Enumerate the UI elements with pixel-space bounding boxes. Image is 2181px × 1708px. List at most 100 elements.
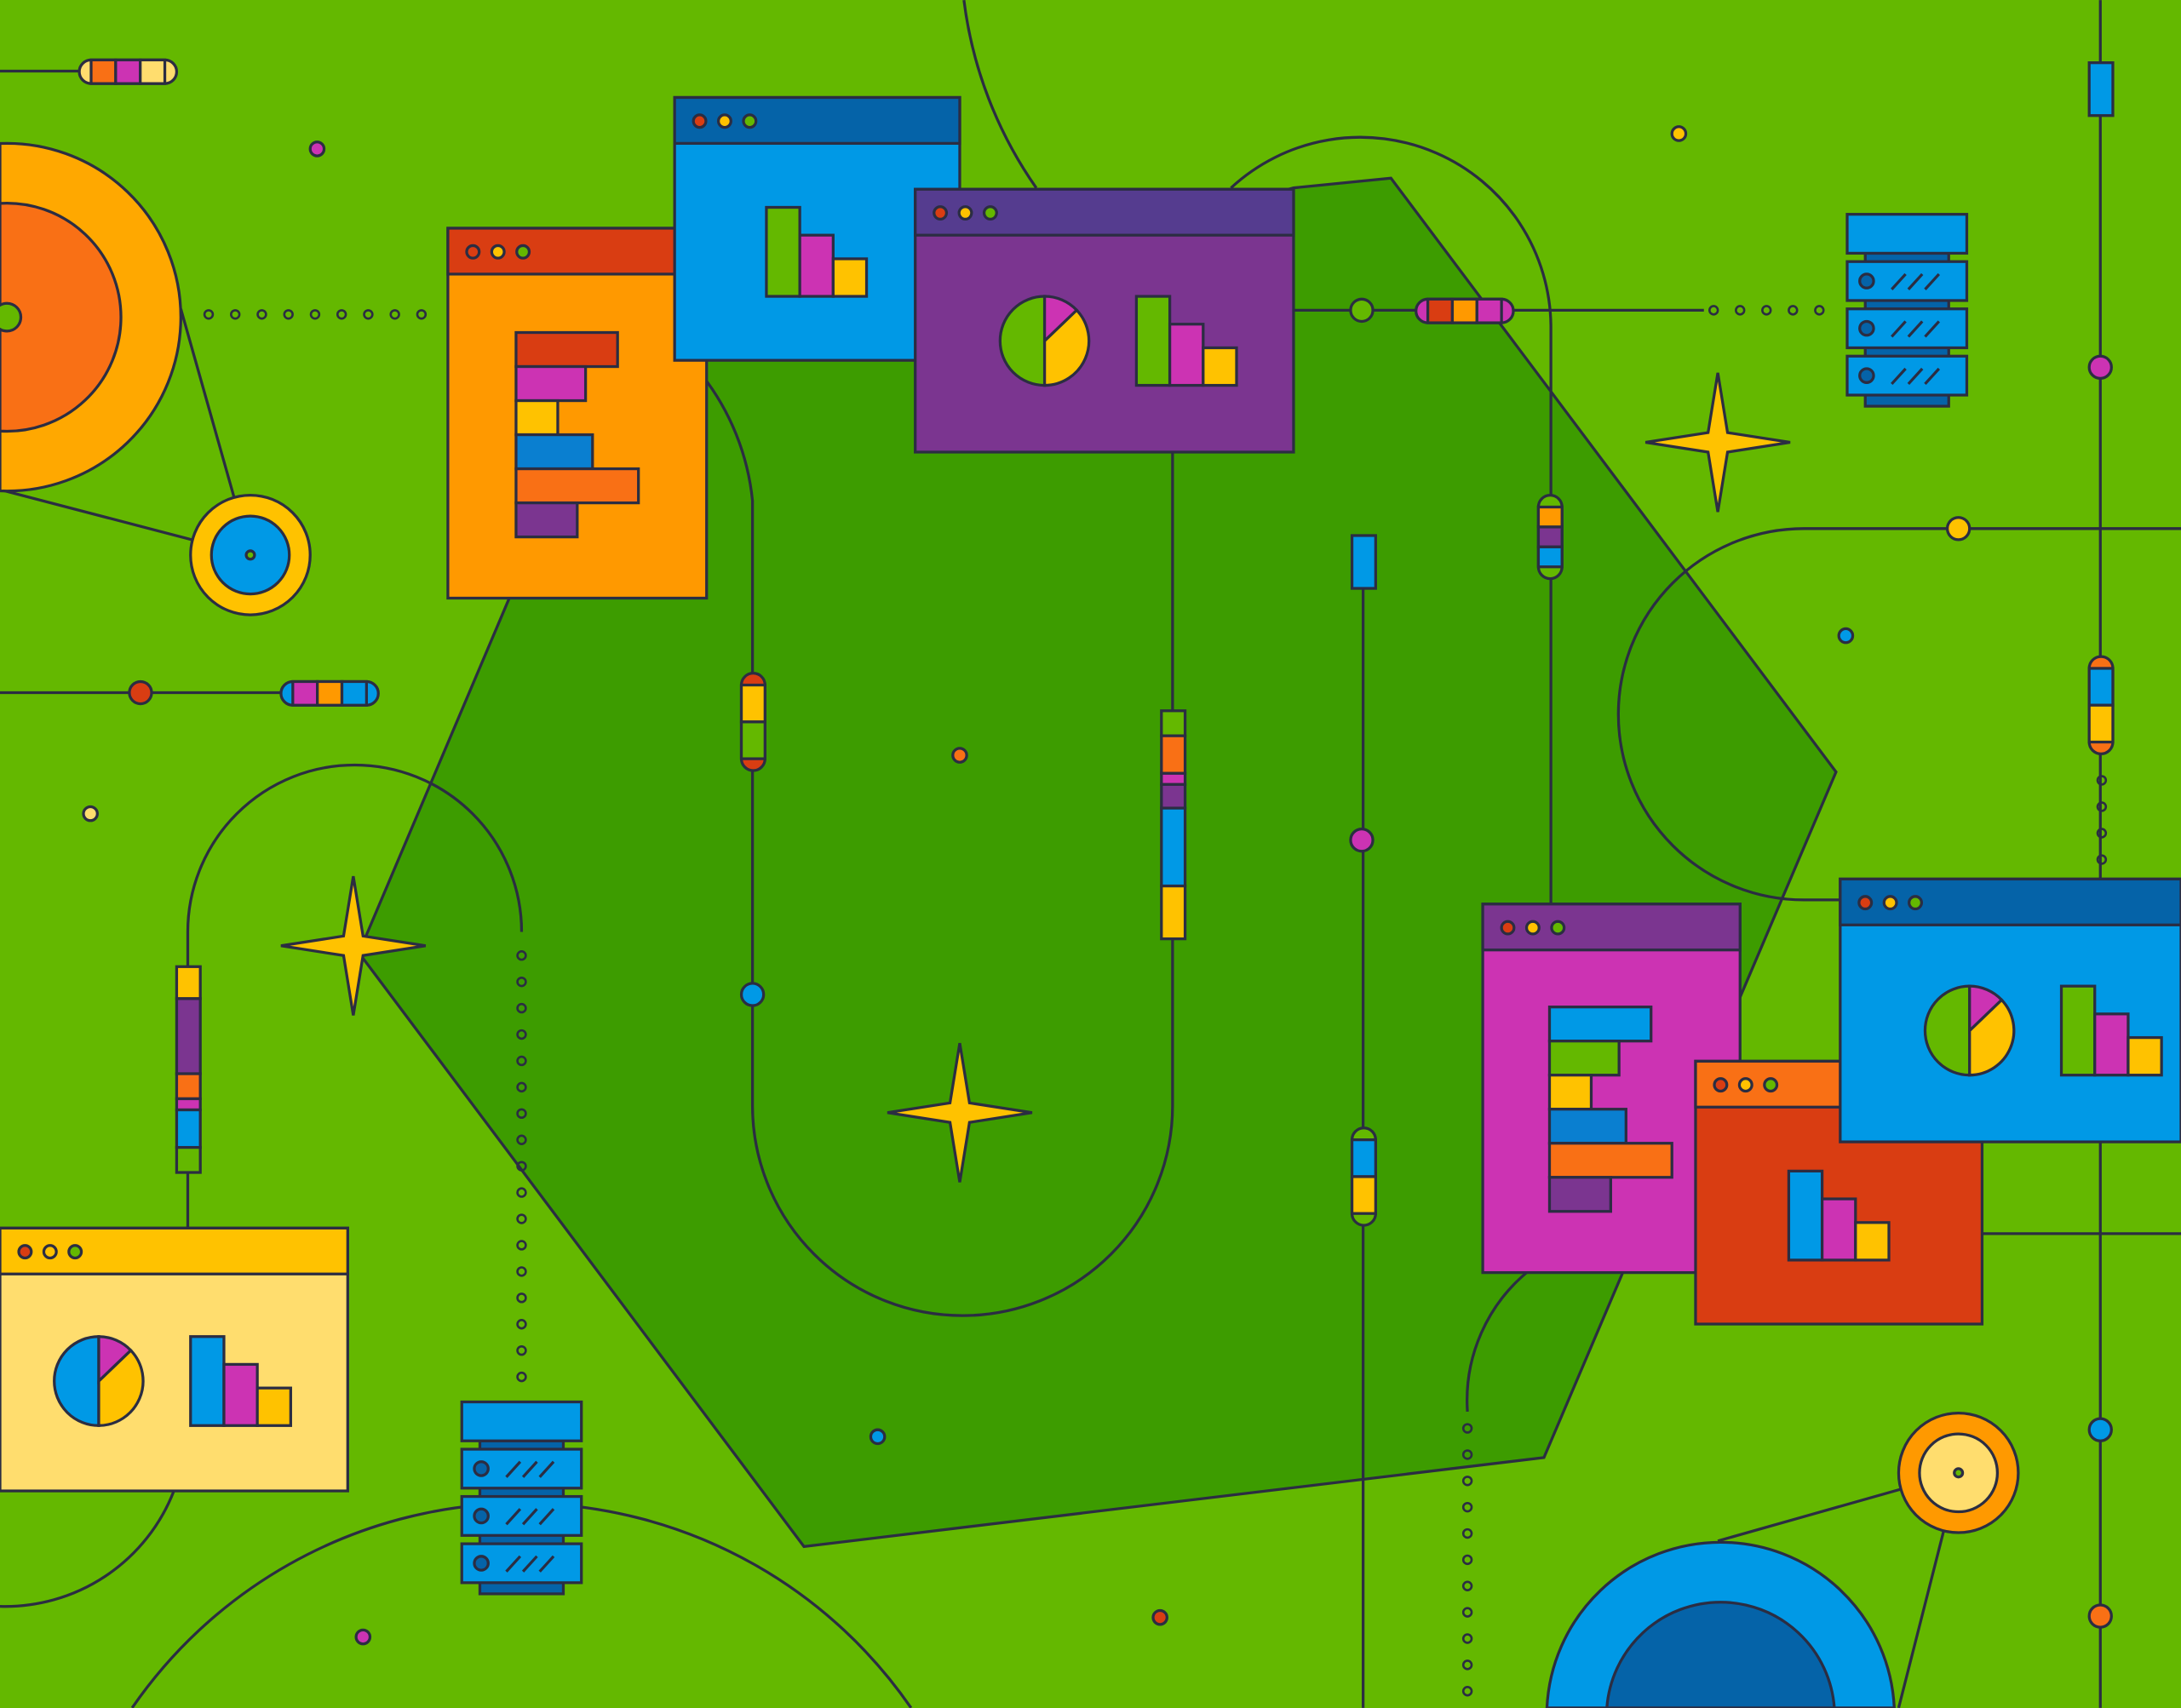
segment: [1160, 782, 1187, 810]
dot: [516, 1213, 527, 1224]
bar-chart-bar: [1202, 346, 1238, 387]
node-dot: [1349, 827, 1375, 853]
node-dot: [1670, 125, 1688, 142]
server-vent: [1891, 272, 1907, 290]
dot: [230, 309, 241, 320]
sparkle-star-icon: [280, 875, 427, 1016]
resistor-band: [89, 58, 118, 85]
server-vent: [1891, 320, 1907, 338]
hbar-chart-bar: [514, 467, 640, 505]
window-titlebar: [1481, 903, 1742, 952]
dot: [516, 1371, 527, 1383]
resistor-band: [114, 58, 142, 85]
server-vent: [538, 1460, 555, 1478]
sparkle-star-icon: [1644, 372, 1791, 513]
dot: [516, 1161, 527, 1172]
dot: [1461, 1554, 1473, 1566]
dot: [516, 1240, 527, 1251]
window-control-dot: [1713, 1077, 1729, 1093]
node-dot: [1945, 516, 1972, 542]
window-control-dot: [982, 205, 998, 221]
target-ring-icon: [1897, 1411, 2020, 1534]
hbar-chart-bar: [514, 364, 588, 403]
bar-chart-bar: [1134, 295, 1172, 387]
resistor-band: [739, 720, 766, 760]
server-led: [473, 1507, 490, 1525]
resistor-band: [1475, 297, 1503, 324]
segment: [175, 1145, 202, 1174]
browser-window-icon: [0, 1226, 349, 1493]
browser-window-icon: [1839, 877, 2181, 1143]
server-unit: [1845, 260, 1969, 302]
window-control-dot: [465, 244, 481, 260]
dot: [1461, 1476, 1473, 1487]
dot: [1461, 1686, 1473, 1697]
hbar-chart-bar: [1547, 1040, 1621, 1077]
dot: [516, 1344, 527, 1356]
resistor-band: [1350, 1175, 1377, 1215]
bar-chart-bar: [2126, 1035, 2163, 1077]
server-top: [1845, 213, 1969, 255]
server-led: [1858, 319, 1875, 337]
dot: [2096, 801, 2108, 812]
node-dot: [1151, 1608, 1168, 1626]
resistor-band: [340, 679, 369, 707]
browser-window-icon: [446, 226, 709, 600]
dot: [336, 309, 347, 320]
server-vent: [1924, 272, 1941, 290]
node-dot: [1349, 297, 1375, 324]
dot: [2096, 854, 2108, 865]
server-vent: [538, 1555, 555, 1573]
target-ring-icon: [0, 141, 182, 493]
segment: [175, 997, 202, 1075]
resistor-icon: [739, 672, 766, 772]
bar-chart-bar: [222, 1362, 259, 1427]
server-vent: [521, 1508, 538, 1526]
segment: [1160, 709, 1187, 737]
segment: [175, 1108, 202, 1149]
dot: [1461, 1607, 1473, 1618]
node-dot: [2087, 1417, 2113, 1442]
hbar-chart-bar: [1547, 1108, 1627, 1145]
server-vent: [1924, 367, 1941, 386]
dot: [1814, 305, 1825, 316]
window-titlebar: [0, 1226, 349, 1275]
hbar-chart-bar: [514, 398, 560, 437]
server-unit: [460, 1494, 583, 1537]
segment: [175, 1072, 202, 1101]
dot: [416, 309, 428, 320]
resistor-band: [2087, 667, 2115, 707]
dot: [516, 1187, 527, 1198]
dot: [1461, 1633, 1473, 1644]
node-dot: [82, 805, 99, 822]
bar-chart-bar: [189, 1335, 226, 1427]
segment: [175, 965, 202, 1000]
dot: [516, 976, 527, 988]
window-titlebar: [914, 187, 1295, 237]
server-vent: [538, 1508, 555, 1526]
dot: [1708, 305, 1719, 316]
node-dot: [2087, 1603, 2113, 1629]
server-led: [473, 1460, 490, 1477]
pie-chart-slice: [1923, 984, 1972, 1077]
bar-chart-bar: [831, 257, 869, 298]
window-control-dot: [42, 1244, 58, 1260]
dot: [1461, 1527, 1473, 1539]
dot: [283, 309, 294, 320]
window-control-dot: [1524, 920, 1541, 936]
dot: [1461, 1449, 1473, 1460]
segment: [1160, 884, 1187, 941]
dot: [363, 309, 374, 320]
window-control-dot: [1500, 920, 1516, 936]
dot: [1735, 305, 1746, 316]
hbar-chart-bar: [514, 501, 579, 539]
node-dot: [739, 982, 766, 1007]
dot: [516, 1266, 527, 1277]
bar-chart-bar: [765, 205, 801, 298]
window-control-dot: [490, 244, 506, 260]
node-dot: [1837, 627, 1855, 645]
node-dot: [2087, 354, 2113, 381]
window-control-dot: [1857, 895, 1874, 911]
stacked-segment-column: [175, 965, 202, 1174]
